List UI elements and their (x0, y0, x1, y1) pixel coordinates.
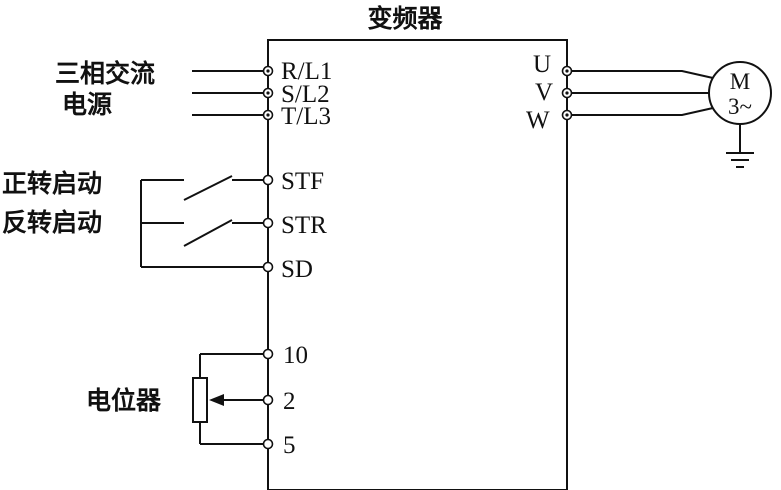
motor-letter: M (730, 69, 750, 94)
ground-icon (726, 124, 754, 168)
label-v: V (535, 79, 553, 106)
switch-circuit (140, 175, 263, 268)
power-label-line2: 电源 (62, 90, 112, 119)
terminal-w (561, 109, 573, 121)
terminal-str (262, 217, 274, 229)
terminal-u (561, 65, 573, 77)
label-rl1: R/L1 (281, 58, 332, 85)
label-str: STR (281, 212, 327, 239)
potentiometer-label: 电位器 (86, 386, 162, 415)
reverse-switch-contact (183, 219, 233, 247)
terminal-v (561, 87, 573, 99)
wire-w (572, 107, 714, 116)
label-2: 2 (283, 388, 296, 415)
forward-start-label: 正转启动 (2, 169, 102, 198)
reverse-start-label: 反转启动 (2, 208, 102, 237)
label-5: 5 (283, 432, 296, 459)
terminal-2 (262, 394, 274, 406)
label-u: U (533, 51, 551, 78)
power-label-line1: 三相交流 (55, 59, 155, 88)
label-stf: STF (281, 168, 324, 195)
label-w: W (526, 107, 550, 134)
terminal-5 (262, 438, 274, 450)
terminal-10 (262, 348, 274, 360)
terminal-tl3 (262, 109, 274, 121)
terminal-sd (262, 261, 274, 273)
potentiometer-icon (192, 353, 263, 445)
label-sl2: S/L2 (281, 81, 330, 108)
label-tl3: T/L3 (281, 103, 331, 130)
terminal-rl1 (262, 65, 274, 77)
motor-phase: 3~ (728, 94, 752, 119)
label-sd: SD (281, 256, 313, 283)
terminal-sl2 (262, 87, 274, 99)
terminal-stf (262, 174, 274, 186)
inverter-title: 变频器 (367, 4, 443, 33)
label-10: 10 (283, 342, 308, 369)
wire-u (572, 70, 714, 79)
forward-switch-contact (183, 175, 233, 201)
